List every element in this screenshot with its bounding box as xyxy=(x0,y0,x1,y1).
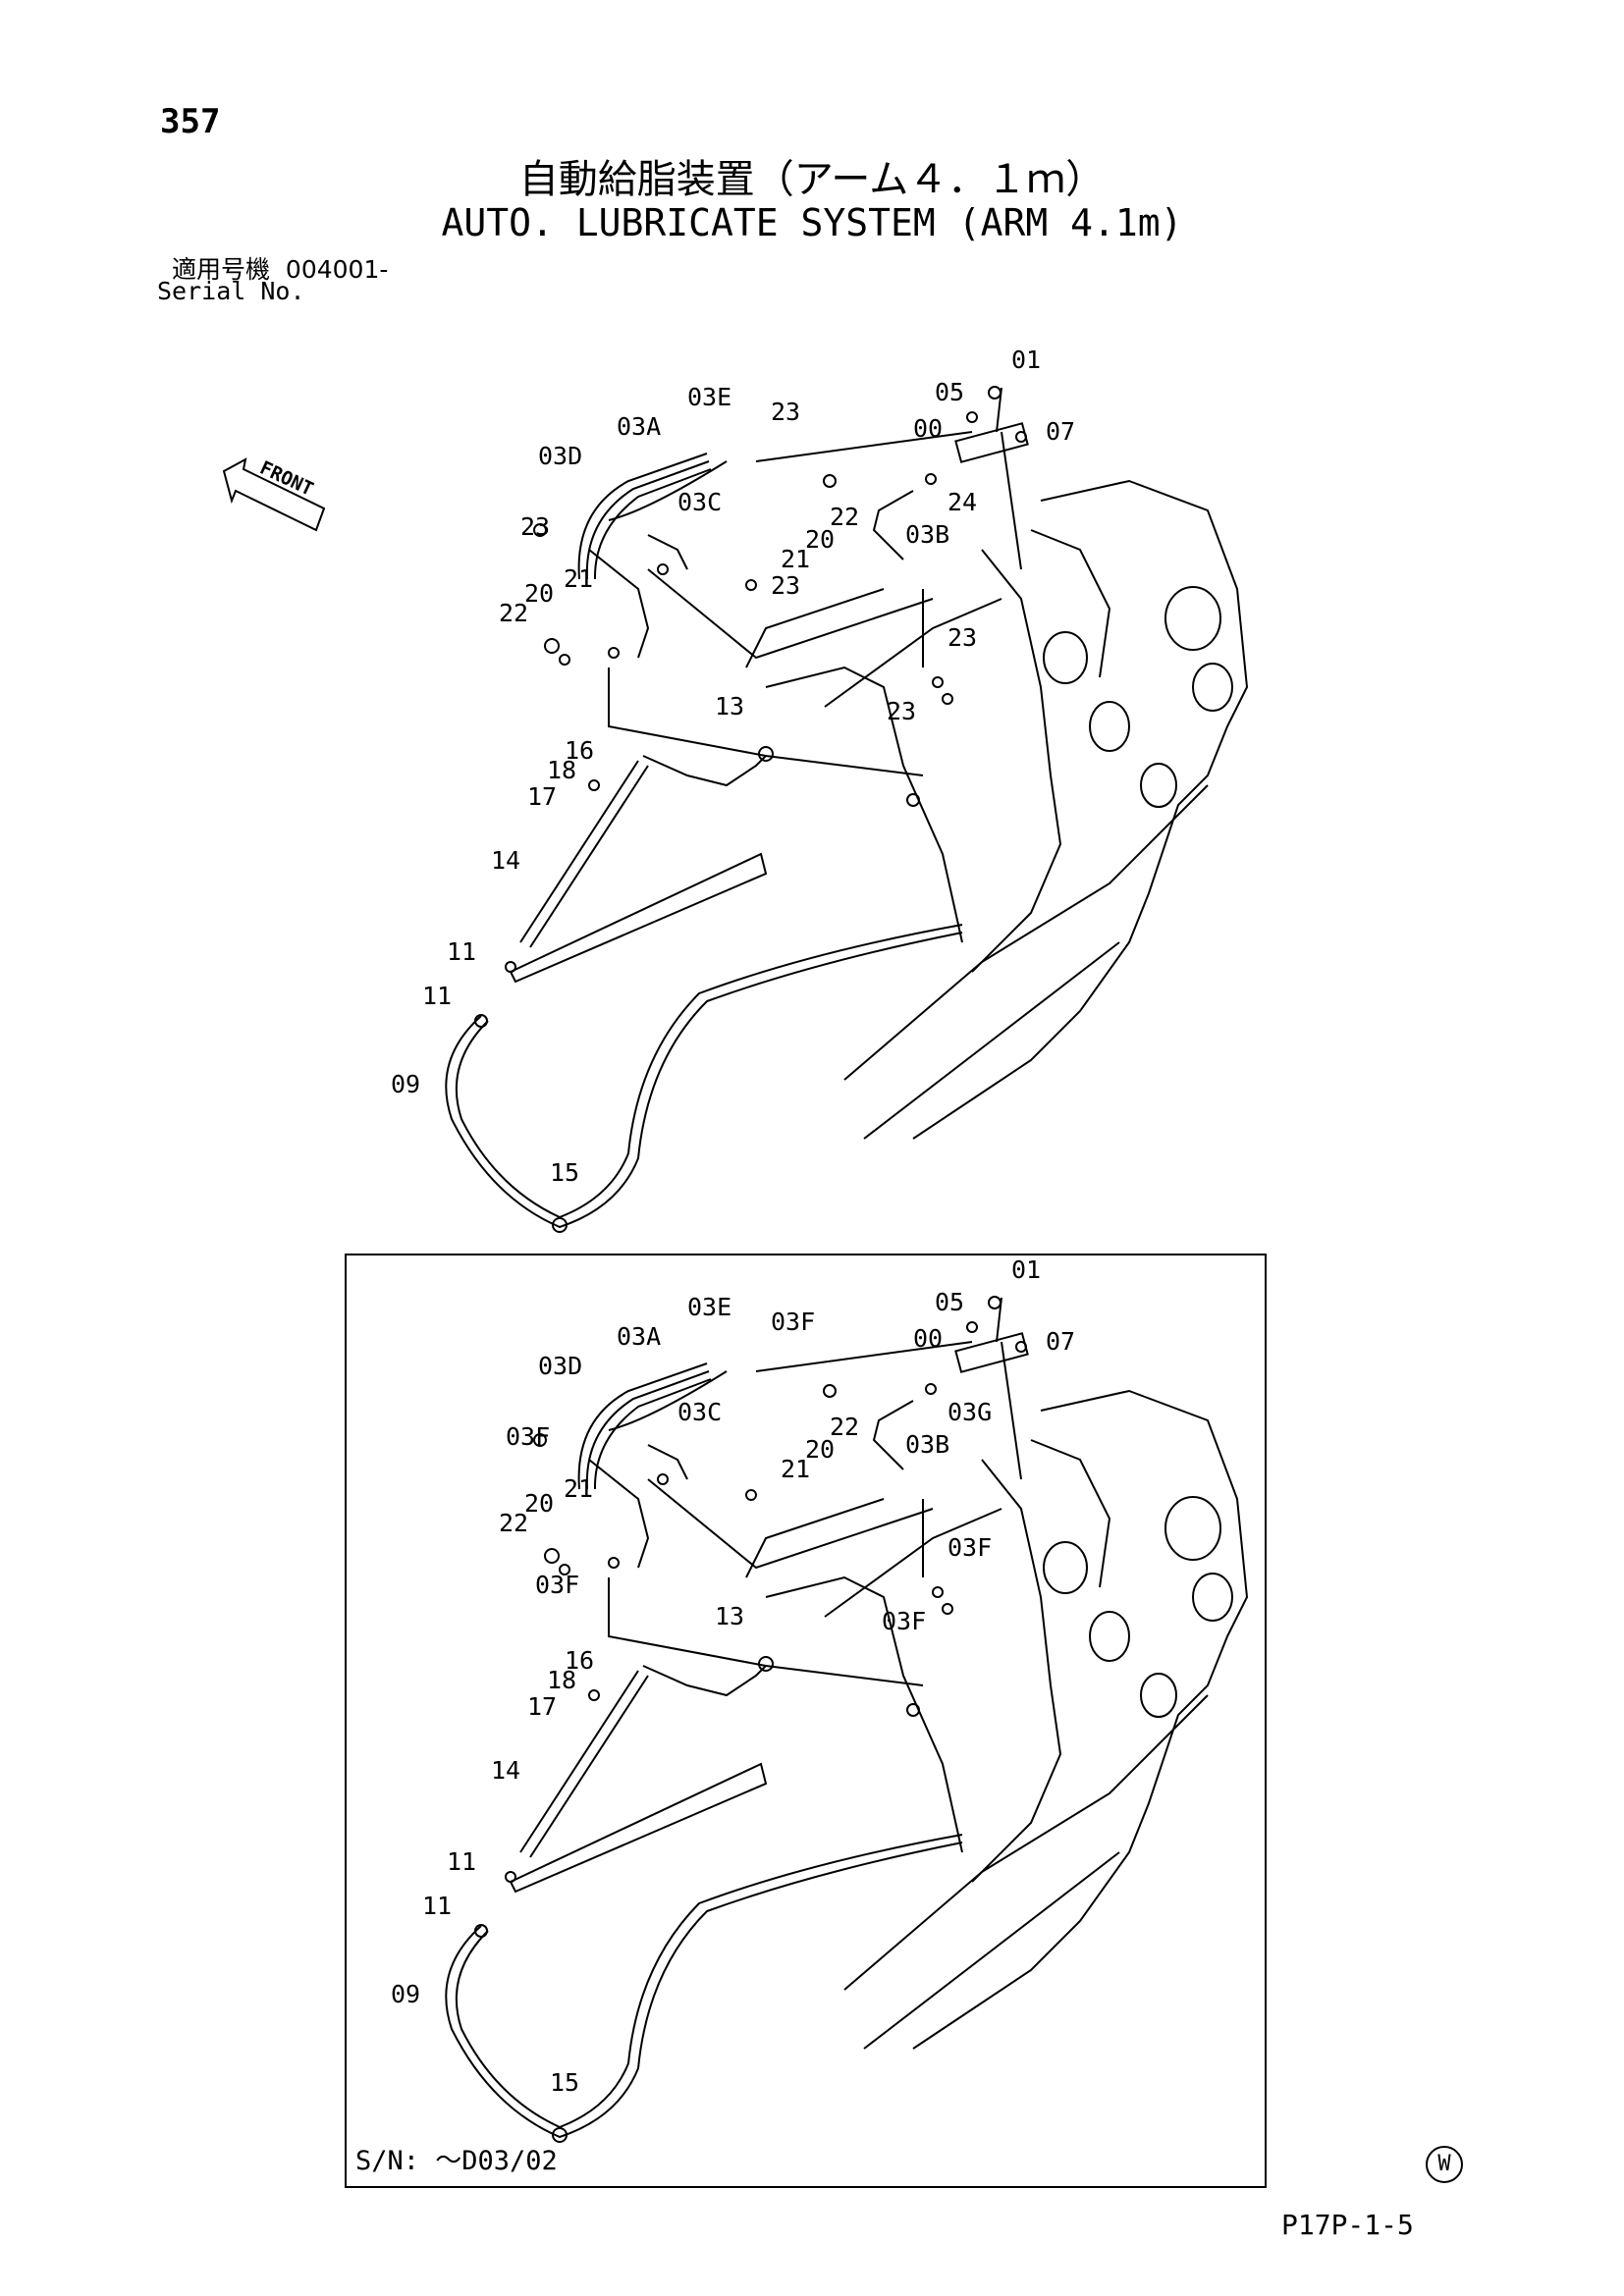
callout: 17 xyxy=(527,782,557,811)
serial-label-english: Serial No. xyxy=(157,277,305,305)
callout: 09 xyxy=(391,1070,420,1098)
callout: 11 xyxy=(422,1892,452,1920)
callout: 14 xyxy=(491,846,520,875)
callout: 16 xyxy=(565,736,594,765)
callout: 20 xyxy=(524,1489,554,1518)
serial-label-jp-text: 適用号機 xyxy=(172,255,271,284)
callout: 07 xyxy=(1046,1327,1075,1356)
callout: 20 xyxy=(805,1435,835,1464)
callout: 18 xyxy=(547,1666,576,1694)
callout: 22 xyxy=(830,503,859,531)
callout: 03F xyxy=(771,1308,815,1336)
callout: 16 xyxy=(565,1646,594,1675)
callout: 21 xyxy=(564,564,593,593)
diagram-bottom-frame xyxy=(345,1254,1267,2188)
callout: 23 xyxy=(520,512,550,541)
callout: 03F xyxy=(882,1607,926,1635)
callouts-top: 01 05 07 00 24 03E 23 03A 03D 03C 22 20 … xyxy=(391,346,1075,1187)
callout: 23 xyxy=(887,697,916,725)
callout: 03C xyxy=(677,1398,722,1426)
callout: 24 xyxy=(947,488,977,516)
callout: 03B xyxy=(905,1430,949,1459)
callout: 18 xyxy=(547,756,576,784)
callout: 03D xyxy=(538,1352,582,1380)
callout: 23 xyxy=(771,571,800,600)
callout: 15 xyxy=(550,2068,579,2097)
serial-range-note: S/N: ～D03/02 xyxy=(355,2146,558,2176)
callout: 03C xyxy=(677,488,722,516)
callout: 13 xyxy=(715,692,744,721)
corner-w-mark: W xyxy=(1426,2146,1463,2183)
callout: 03B xyxy=(905,520,949,549)
callout: 03A xyxy=(617,412,661,441)
page-code: P17P-1-5 xyxy=(1281,2209,1414,2241)
callout: 05 xyxy=(935,378,964,406)
callout: 03F xyxy=(506,1422,550,1451)
callouts-bottom: 01 05 07 00 03G 03E 03F 03A 03D 03C 22 2… xyxy=(391,1255,1075,2097)
callout: 21 xyxy=(781,545,810,573)
callout: 17 xyxy=(527,1692,557,1721)
callout: 20 xyxy=(805,525,835,554)
callout: 11 xyxy=(447,1847,476,1876)
callout: 15 xyxy=(550,1158,579,1187)
serial-label-japanese: 適用号機 004001- xyxy=(172,250,388,286)
callout: 05 xyxy=(935,1288,964,1316)
callout: 00 xyxy=(913,1324,943,1353)
callout: 11 xyxy=(447,937,476,966)
callout: 03E xyxy=(687,1293,731,1321)
callout: 09 xyxy=(391,1980,420,2008)
front-direction-arrow xyxy=(222,457,326,532)
callout: 23 xyxy=(771,398,800,426)
callout: 21 xyxy=(564,1474,593,1503)
callout: 07 xyxy=(1046,417,1075,446)
callout: 23 xyxy=(947,623,977,652)
callout: 00 xyxy=(913,414,943,443)
callout: 03F xyxy=(535,1571,579,1599)
callout: 11 xyxy=(422,982,452,1010)
callout: 22 xyxy=(499,599,528,627)
callout: 03D xyxy=(538,442,582,470)
callout: 03G xyxy=(947,1398,992,1426)
callout: 01 xyxy=(1011,346,1041,374)
callout: 14 xyxy=(491,1756,520,1785)
callout: 22 xyxy=(830,1413,859,1441)
page-number: 357 xyxy=(160,102,221,141)
callout: 13 xyxy=(715,1602,744,1630)
callout: 22 xyxy=(499,1509,528,1537)
callout: 20 xyxy=(524,579,554,608)
callout: 01 xyxy=(1011,1255,1041,1284)
callout: 03F xyxy=(947,1533,992,1562)
callout: 03E xyxy=(687,383,731,411)
page-title-english: AUTO. LUBRICATE SYSTEM (ARM 4.1m) xyxy=(441,201,1183,244)
callout: 03A xyxy=(617,1322,661,1351)
serial-number-value: 004001- xyxy=(285,255,389,284)
callout: 21 xyxy=(781,1455,810,1483)
page-title-japanese: 自動給脂装置（アーム４．１ｍ） xyxy=(518,157,1106,202)
